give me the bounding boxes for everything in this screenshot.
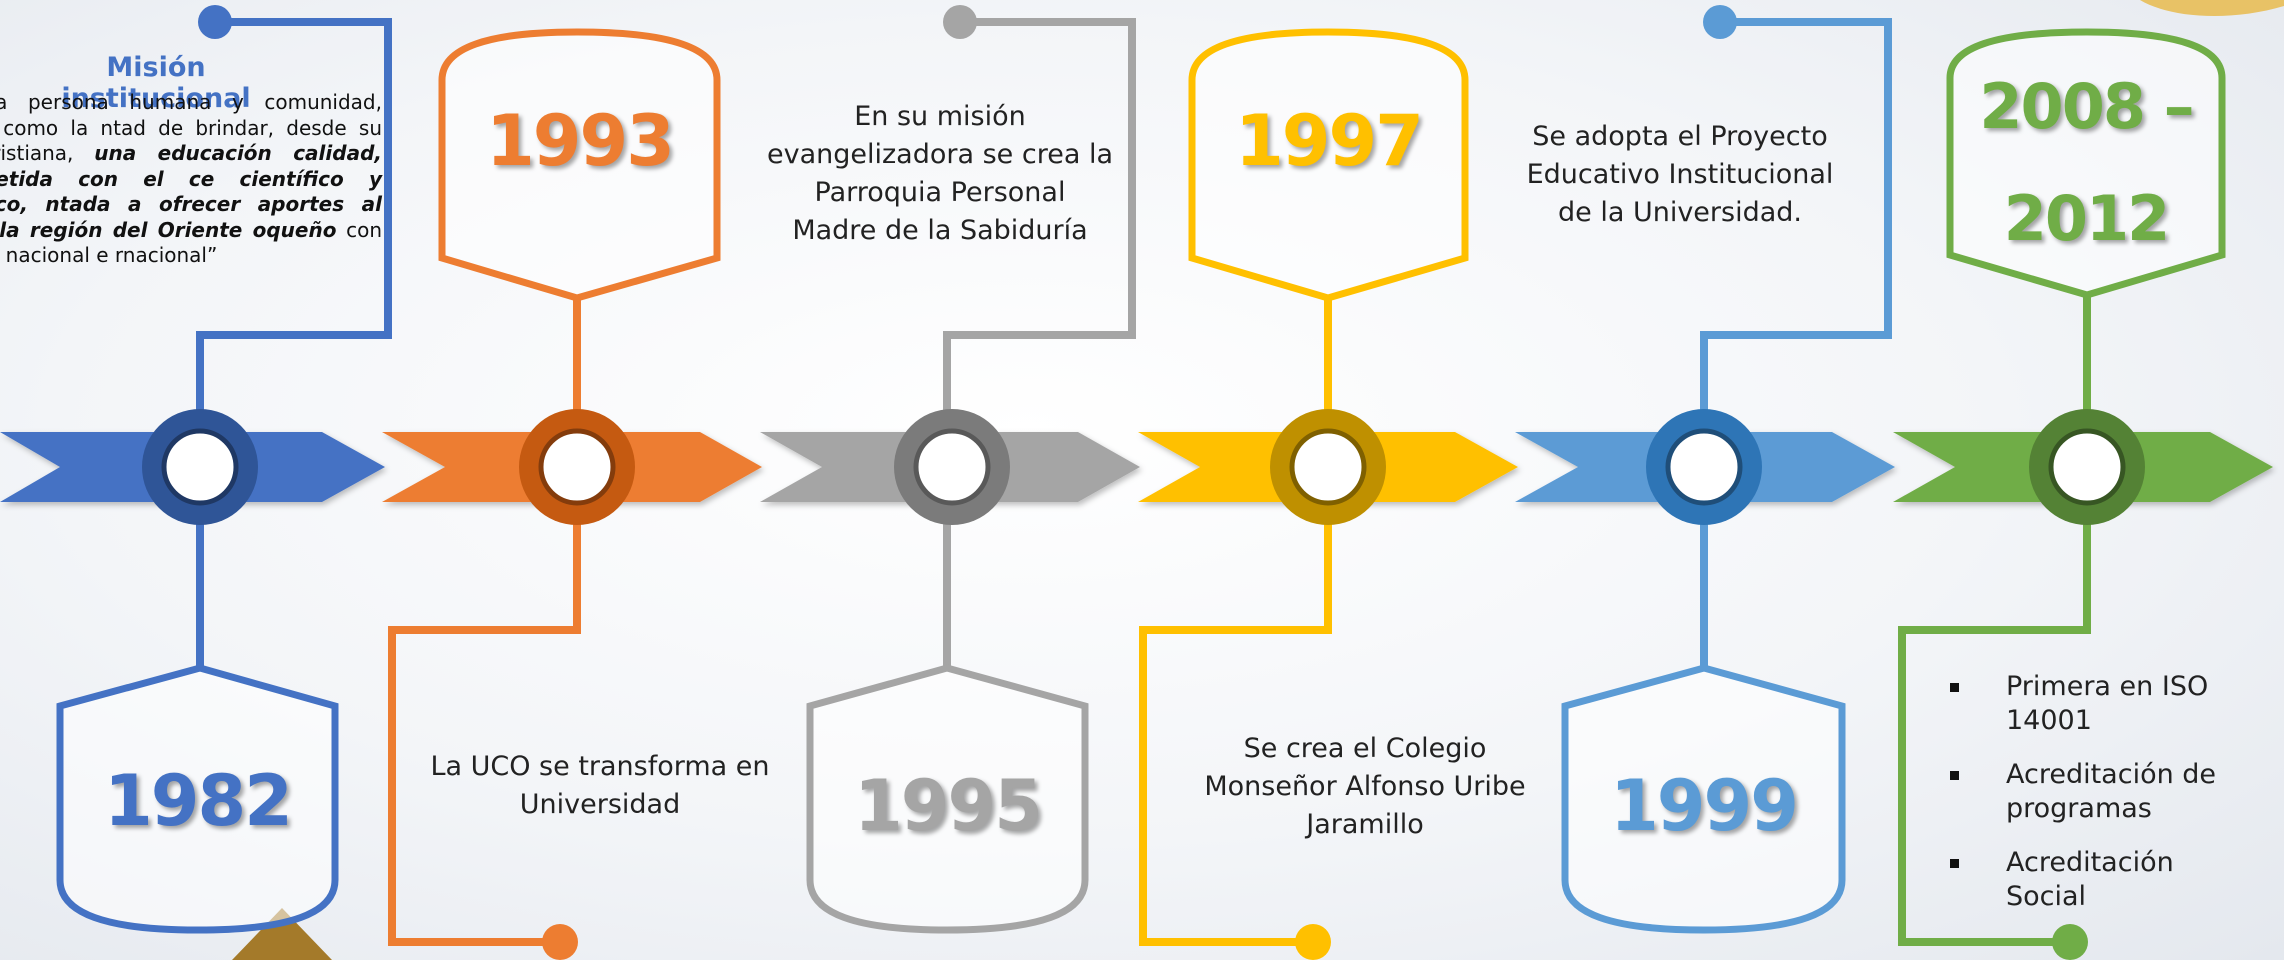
year-frame-1999 — [1561, 664, 1846, 934]
bullet-item: Primera en ISO 14001 — [1944, 670, 2244, 738]
decorative-triangle — [232, 908, 332, 960]
bullet-square-icon — [1950, 859, 1959, 868]
year-frame-1982 — [56, 664, 339, 934]
connector-dot-1993 — [542, 924, 578, 960]
bullet-text: Acreditación de programas — [2006, 759, 2217, 824]
bullet-square-icon — [1950, 683, 1959, 692]
node-1995 — [894, 409, 1010, 525]
mission-body-end: con proyección nacional e rnacional” — [0, 217, 383, 268]
connector-dot-1982 — [198, 5, 232, 39]
bullet-square-icon — [1950, 771, 1959, 780]
milestone-text-line: Se adopta el Proyecto — [1532, 121, 1828, 152]
connector-dot-1997 — [1295, 924, 1331, 960]
year-label-1993: 1993 — [486, 100, 675, 182]
milestone-text-line: La UCO se transforma en — [430, 751, 770, 782]
connector-dot-1999 — [1703, 5, 1737, 39]
year-frame-2008 — [1946, 28, 2226, 299]
milestone-text-line: de la Universidad. — [1557, 197, 1802, 228]
year-frame-1997 — [1188, 28, 1469, 302]
year-label-1999: 1999 — [1610, 765, 1799, 847]
milestone-text-1997: Se crea el Colegio Monseñor Alfonso Urib… — [1170, 730, 1560, 844]
mission-body-start: vicio a la persona humana y comunidad, e… — [0, 90, 382, 165]
bullet-text: Primera en ISO 14001 — [2006, 671, 2209, 736]
milestone-text-line: evangelizadora se crea la — [766, 139, 1113, 170]
milestone-text-line: Educativo Institucional — [1526, 159, 1834, 190]
milestone-text-line: Jaramillo — [1306, 809, 1424, 840]
bullet-text: Acreditación Social — [2006, 847, 2174, 912]
milestone-text-1999: Se adopta el Proyecto Educativo Instituc… — [1500, 118, 1860, 232]
milestone-text-line: Madre de la Sabiduría — [792, 215, 1088, 246]
connector-dot-1995 — [943, 5, 977, 39]
connector-line-1997-bottom — [1139, 520, 1332, 946]
milestone-text-1995: En su misión evangelizadora se crea la P… — [745, 98, 1135, 250]
connector-line-1982-top — [196, 18, 392, 430]
year-label-2008-line1: 2008 – — [1979, 70, 2194, 143]
year-label-2008-line2: 2012 — [2003, 182, 2171, 255]
milestone-bullets-2008: Primera en ISO 14001 Acreditación de pro… — [1944, 670, 2244, 934]
node-1997 — [1270, 409, 1386, 525]
connector-line-1993-bottom — [388, 520, 581, 946]
milestone-text-line: En su misión — [854, 101, 1026, 132]
decorative-logo-edge — [2140, 0, 2284, 17]
year-frame-1993 — [438, 28, 721, 302]
node-2008 — [2029, 409, 2145, 525]
milestone-text-line: Monseñor Alfonso Uribe — [1204, 771, 1526, 802]
connector-line-1999-top — [1700, 18, 1892, 410]
milestone-text-line: Universidad — [519, 789, 681, 820]
milestone-text-line: Parroquia Personal — [814, 177, 1066, 208]
year-label-1995: 1995 — [854, 765, 1043, 847]
year-label-1997: 1997 — [1235, 100, 1424, 182]
year-frame-1995 — [806, 664, 1089, 934]
node-1999 — [1646, 409, 1762, 525]
year-label-1982: 1982 — [104, 760, 293, 842]
node-1993 — [519, 409, 635, 525]
connector-dot-2008 — [2052, 924, 2088, 960]
connector-line-1995-top — [943, 18, 1136, 410]
connector-line-2008-bottom — [1898, 520, 2091, 946]
milestone-text-line: Se crea el Colegio — [1243, 733, 1487, 764]
mission-title: Misión institucional — [61, 52, 251, 114]
mission-body: vicio a la persona humana y comunidad, e… — [0, 90, 382, 269]
bullet-item: Acreditación Social — [1944, 846, 2244, 914]
milestone-text-1993: La UCO se transforma en Universidad — [410, 748, 790, 824]
bullet-item: Acreditación de programas — [1944, 758, 2244, 826]
node-1982 — [142, 409, 258, 525]
mission-body-emphasis: una educación calidad, comprometida con … — [0, 141, 382, 242]
